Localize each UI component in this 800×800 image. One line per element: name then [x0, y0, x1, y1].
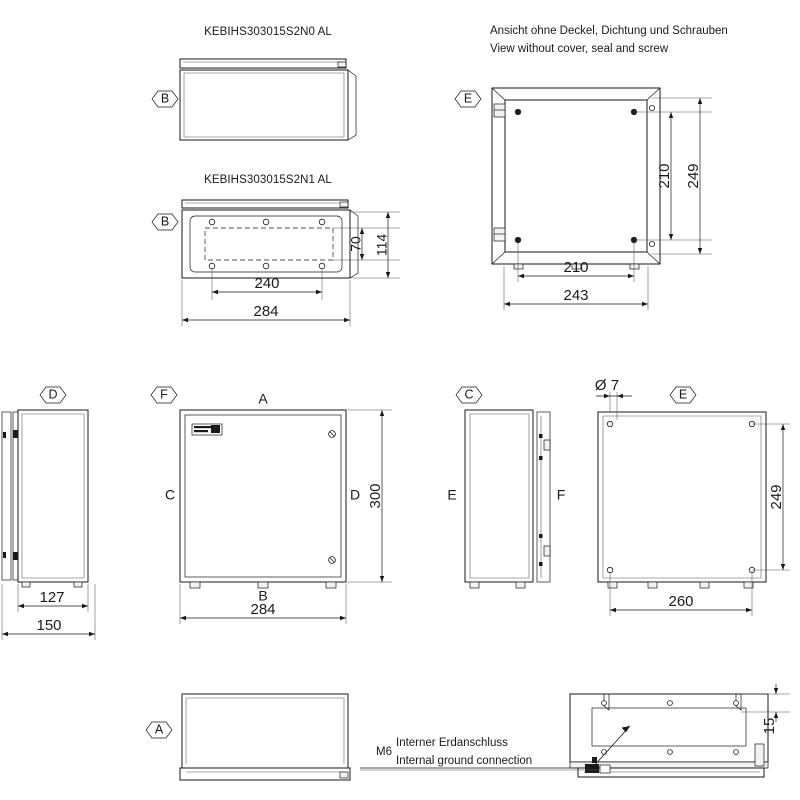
view-marker-a-label: A: [155, 722, 164, 736]
view-marker-b-second: B: [151, 213, 179, 231]
dimension-300: 300: [367, 483, 384, 508]
face-letter-c: C: [165, 487, 175, 503]
title-n0: KEBIHS303015S2N0 AL: [204, 26, 332, 38]
dimension-n1-vertical: 70 114: [333, 211, 400, 279]
ground-connection-leaders: [360, 725, 631, 771]
dimension-260: 260: [668, 593, 693, 610]
dimension-e-horizontal: 210 243: [503, 242, 649, 310]
face-letter-a: A: [258, 391, 268, 407]
view-marker-e-mid: E: [669, 386, 697, 404]
face-letter-f: F: [557, 487, 566, 503]
view-marker-a: A: [145, 721, 173, 739]
dimension-150: 150: [36, 617, 61, 634]
dimension-249-top: 249: [685, 163, 702, 188]
dimension-284-top: 284: [253, 303, 278, 320]
face-letter-d: D: [350, 487, 360, 503]
view-c-side-elevation: E F: [447, 409, 566, 589]
dimension-114: 114: [374, 234, 390, 257]
view-a-bottom-elevation: [179, 693, 351, 781]
view-marker-e-top-label: E: [464, 91, 472, 105]
ground-label-english: Internal ground connection: [396, 755, 532, 767]
view-marker-e-top: E: [454, 90, 482, 108]
dimension-e-back: 249 260: [609, 423, 790, 616]
view-marker-d: D: [39, 386, 67, 404]
view-marker-b-second-label: B: [161, 214, 169, 228]
dimension-f: 300 284: [179, 409, 392, 624]
dimension-243: 243: [563, 287, 588, 304]
dimension-210-vertical: 210: [656, 163, 673, 188]
face-letter-e: E: [447, 487, 456, 503]
dimension-e-vertical: 210 249: [634, 97, 712, 255]
view-underside-open-box: [569, 693, 769, 778]
dimension-249-mid: 249: [768, 484, 785, 509]
dimension-284-mid: 284: [250, 601, 275, 618]
dimension-70: 70: [348, 236, 364, 252]
view-marker-e-mid-label: E: [679, 387, 687, 401]
view-e-open-box: [491, 87, 661, 270]
view-marker-f: F: [150, 386, 178, 404]
view-marker-c: C: [455, 386, 483, 404]
dimension-127: 127: [39, 589, 64, 606]
view-b-n0-enclosure: [179, 58, 357, 141]
ground-thread-label: M6: [376, 746, 392, 758]
view-e-rear-panel: [597, 411, 767, 589]
dimension-d: 127 150: [1, 584, 96, 640]
note-english: View without cover, seal and screw: [490, 43, 669, 55]
view-marker-d-label: D: [48, 387, 57, 401]
title-n1: KEBIHS303015S2N1 AL: [204, 174, 332, 186]
dimension-n1-horizontal: 240 284: [181, 268, 351, 326]
dimension-hole-diameter: Ø 7: [595, 377, 632, 420]
face-letter-b: B: [258, 588, 267, 604]
dimension-240: 240: [254, 275, 279, 292]
view-b-n1-enclosure: [181, 199, 359, 279]
view-f-front-elevation: A B C D: [165, 391, 360, 604]
dimension-diameter-7: Ø 7: [595, 377, 619, 394]
dimension-210-horizontal: 210: [563, 259, 588, 276]
note-german: Ansicht ohne Deckel, Dichtung und Schrau…: [490, 25, 728, 37]
dimension-15: 15: [761, 718, 778, 735]
view-marker-f-label: F: [160, 387, 168, 401]
ground-label-german: Interner Erdanschluss: [396, 737, 508, 749]
view-marker-b-top: B: [151, 90, 179, 108]
view-marker-c-label: C: [464, 387, 473, 401]
dimension-foot-height: 15: [741, 684, 790, 734]
view-marker-b-top-label: B: [161, 91, 169, 105]
view-d-side-elevation: [1, 409, 89, 588]
